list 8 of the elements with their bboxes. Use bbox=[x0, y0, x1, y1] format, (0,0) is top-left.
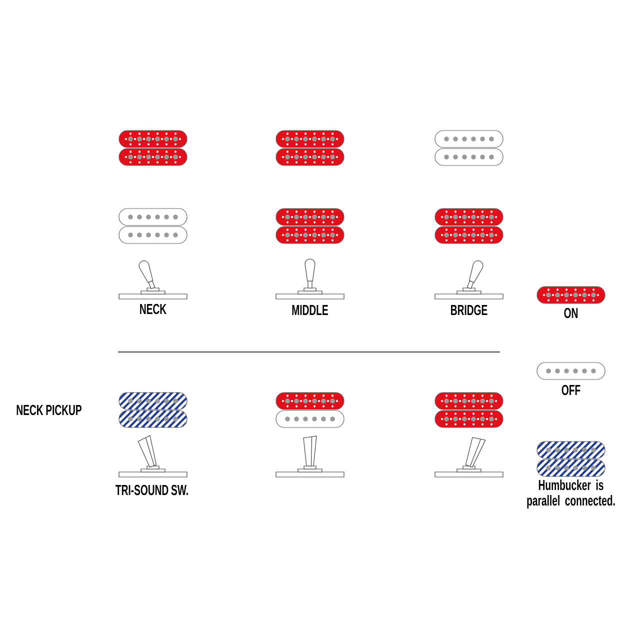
legend-label: Humbucker is parallel connected. bbox=[527, 480, 615, 509]
legend-label: ON bbox=[564, 308, 578, 318]
position-label: MIDDLE bbox=[292, 305, 328, 315]
position-label: NECK bbox=[140, 304, 166, 314]
position-label: BRIDGE bbox=[451, 304, 488, 316]
row-label: NECK PICKUP bbox=[16, 404, 82, 416]
switch-label: TRI-SOUND SW. bbox=[116, 484, 188, 496]
legend-label: OFF bbox=[562, 384, 580, 396]
